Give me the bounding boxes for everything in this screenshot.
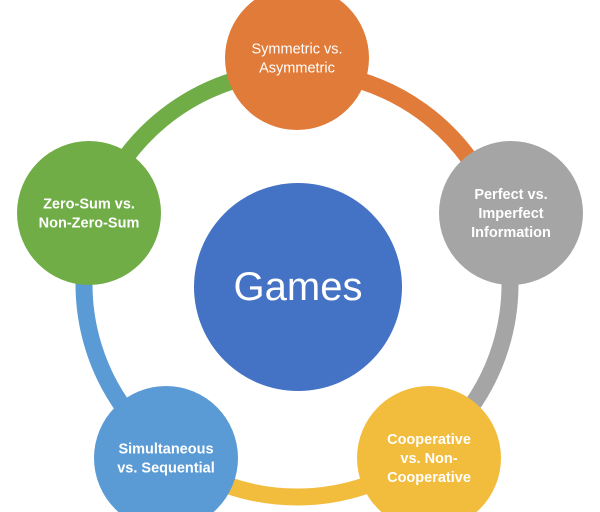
node-symmetric-label-line: Asymmetric	[259, 61, 335, 77]
node-zero-sum: Zero-Sum vs. Non-Zero-Sum	[17, 141, 161, 285]
node-perfect-label-line: Perfect vs.	[474, 187, 547, 203]
node-cooperative-label-line: vs. Non-	[400, 451, 457, 467]
center-label: Games	[234, 265, 363, 309]
node-perfect-label-line: Imperfect	[478, 206, 543, 222]
node-zero-sum-label-line: Non-Zero-Sum	[39, 216, 140, 232]
node-symmetric-circle	[225, 0, 369, 130]
node-simultaneous: Simultaneous vs. Sequential	[94, 386, 238, 512]
node-zero-sum-label-line: Zero-Sum vs.	[43, 197, 135, 213]
node-cooperative-label-line: Cooperative	[387, 432, 471, 448]
node-cooperative-label-line: Cooperative	[387, 470, 471, 486]
node-simultaneous-label-line: Simultaneous	[118, 442, 213, 458]
node-cooperative: Cooperative vs. Non- Cooperative	[357, 386, 501, 512]
center-node: Games	[194, 183, 402, 391]
node-perfect-circle	[439, 141, 583, 285]
node-cooperative-circle	[357, 386, 501, 512]
node-zero-sum-circle	[17, 141, 161, 285]
node-symmetric-label-line: Symmetric vs.	[251, 42, 342, 58]
node-simultaneous-circle	[94, 386, 238, 512]
node-perfect-label-line: Information	[471, 225, 551, 241]
center-circle	[194, 183, 402, 391]
node-symmetric: Symmetric vs. Asymmetric	[225, 0, 369, 130]
node-simultaneous-label-line: vs. Sequential	[117, 461, 215, 477]
